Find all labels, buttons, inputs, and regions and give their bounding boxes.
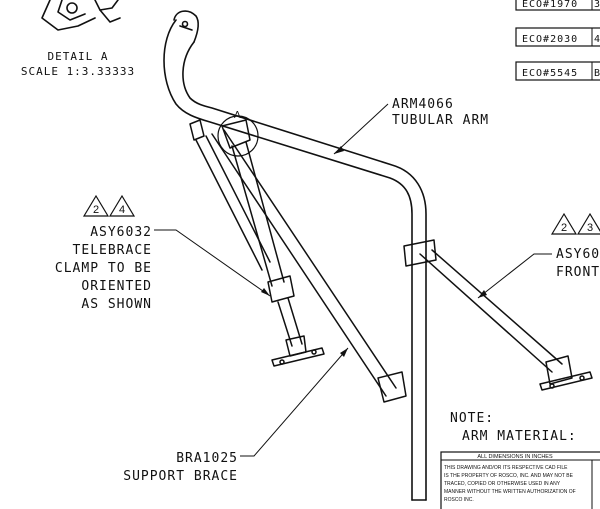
revision-triangle: 4 — [108, 194, 136, 217]
eco-table: ECO#1970 3 ECO#2030 4 ECO#5545 B — [515, 0, 600, 81]
support-callout: BRA1025 SUPPORT BRACE — [123, 347, 349, 484]
side-strut — [195, 135, 271, 271]
title-block-header: ALL DIMENSIONS IN INCHES — [477, 454, 553, 460]
telebrace-part-number: ASY6032 — [90, 225, 152, 240]
telebrace-line: AS SHOWN — [81, 297, 152, 312]
detail-marker-label: A — [234, 110, 241, 121]
revision-number: 4 — [119, 204, 125, 216]
revision-triangle: 3 — [576, 212, 600, 235]
arm-callout: ARM4066 TUBULAR ARM — [333, 97, 489, 155]
eco-value: B — [594, 68, 600, 79]
arm-description: TUBULAR ARM — [392, 113, 489, 128]
telebrace-line: CLAMP TO BE — [55, 261, 152, 276]
title-block-line: THIS DRAWING AND/OR ITS RESPECTIVE CAD F… — [444, 465, 568, 471]
telebrace-line: ORIENTED — [81, 279, 152, 294]
detail-a-view — [41, 0, 121, 31]
eco-label: ECO#5545 — [522, 68, 578, 79]
eco-row: ECO#1970 3 — [515, 0, 600, 11]
tubular-arm — [163, 10, 427, 501]
title-block: ALL DIMENSIONS IN INCHES THIS DRAWING AN… — [440, 451, 600, 509]
title-block-line: MANNER WITHOUT THE WRITTEN AUTHORIZATION… — [444, 489, 576, 495]
front-brace — [403, 239, 593, 391]
title-block-line: TRACED, COPIED OR OTHERWISE USED IN ANY — [444, 481, 561, 487]
detail-title: DETAIL A — [48, 50, 109, 63]
support-part-number: BRA1025 — [176, 451, 238, 466]
support-description: SUPPORT BRACE — [123, 469, 238, 484]
title-block-line: IS THE PROPERTY OF ROSCO, INC. AND MAY N… — [444, 473, 574, 479]
eco-value: 4 — [594, 34, 600, 45]
eco-value: 3 — [594, 0, 600, 10]
support-brace — [211, 129, 407, 403]
revision-triangle: 2 — [550, 212, 578, 235]
detail-scale: SCALE 1:3.33333 — [21, 65, 135, 78]
note-text: ARM MATERIAL: — [462, 429, 577, 444]
detail-a-marker: A — [217, 110, 259, 157]
eco-row: ECO#5545 B — [515, 61, 600, 81]
front-part-number: ASY60 — [556, 247, 600, 262]
front-description: FRONT — [556, 265, 600, 280]
eco-row: ECO#2030 4 — [515, 27, 600, 47]
revision-triangle: 2 — [82, 194, 110, 217]
eco-label: ECO#1970 — [522, 0, 578, 10]
eco-label: ECO#2030 — [522, 34, 578, 45]
title-block-line: ROSCO INC. — [444, 497, 474, 503]
revision-number: 3 — [587, 222, 593, 234]
telebrace-callout: 2 4 ASY6032 TELEBRACE CLAMP TO BE ORIENT… — [55, 194, 271, 312]
telebrace — [189, 119, 325, 367]
revision-number: 2 — [93, 204, 99, 216]
arm-part-number: ARM4066 — [392, 97, 454, 112]
revision-number: 2 — [561, 222, 567, 234]
front-callout: 2 3 ASY60 FRONT — [477, 212, 600, 299]
telebrace-line: TELEBRACE — [73, 243, 152, 258]
note-title: NOTE: — [450, 411, 494, 426]
